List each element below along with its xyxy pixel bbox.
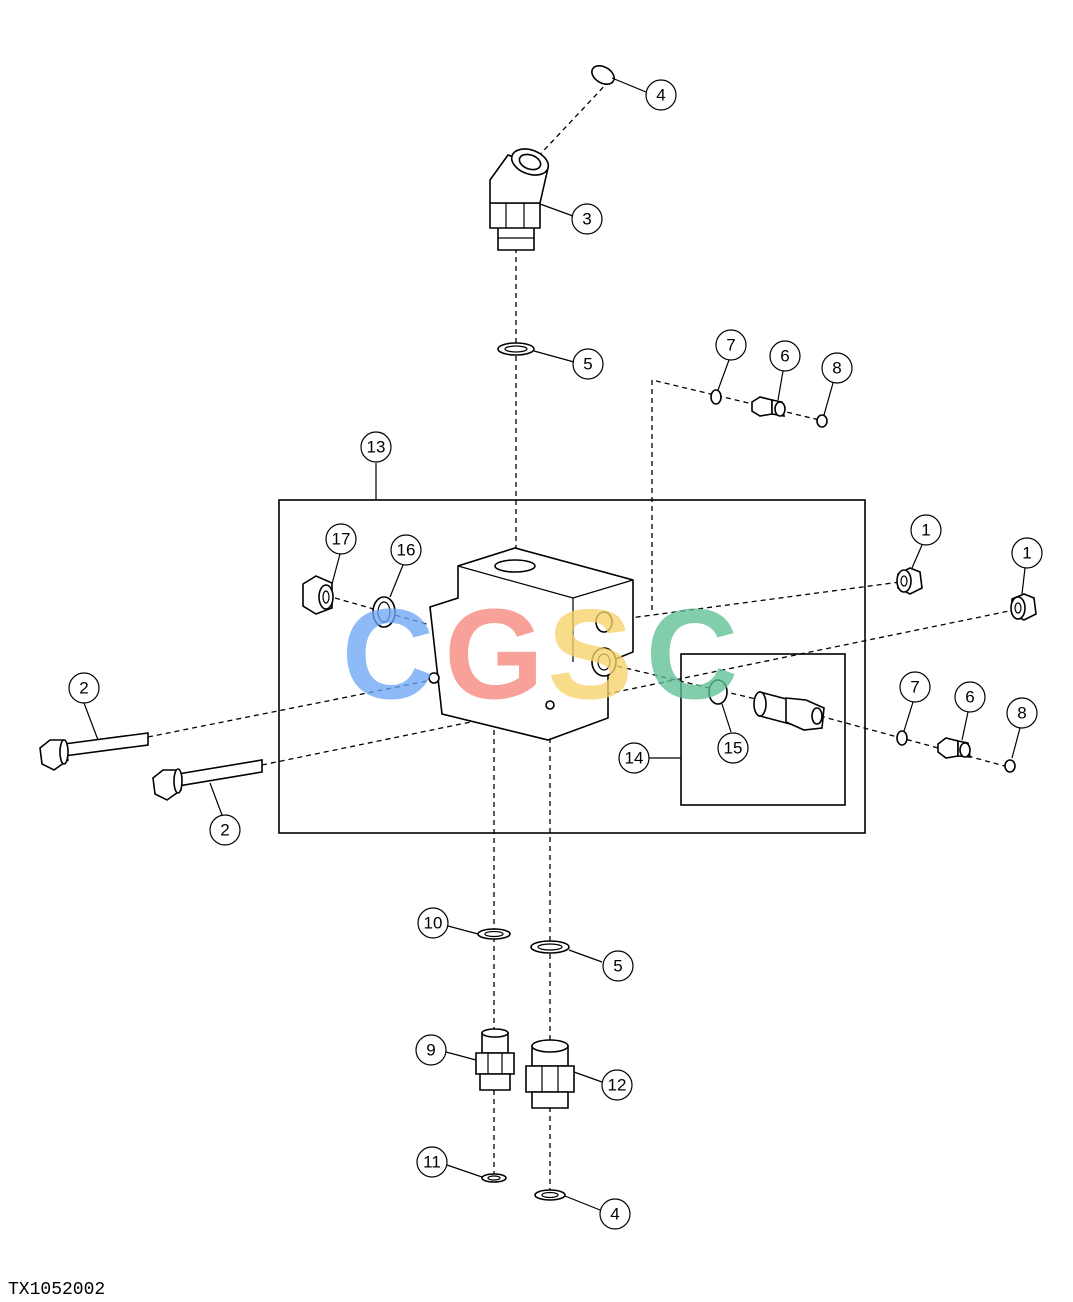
callout-8-top: 8 [821, 352, 853, 384]
callout-4-bottom: 4 [599, 1198, 631, 1230]
bolt-part-2-upper [39, 732, 149, 771]
svg-text:11: 11 [423, 1153, 441, 1172]
o-ring-part-4-bottom [534, 1189, 566, 1201]
watermark-letter-2: G [444, 584, 544, 727]
callout-15: 15 [717, 732, 749, 764]
svg-text:1: 1 [1022, 544, 1031, 563]
svg-text:7: 7 [910, 678, 919, 697]
washer-part-5-bottom [530, 940, 570, 954]
washer-part-11 [481, 1173, 507, 1183]
figure-id: TX1052002 [8, 1280, 105, 1300]
svg-text:4: 4 [610, 1205, 619, 1224]
callout-10: 10 [417, 907, 449, 939]
svg-text:8: 8 [832, 359, 841, 378]
watermark-letter-1: C [342, 584, 434, 727]
callout-5-top: 5 [572, 348, 604, 380]
valve-block [428, 547, 634, 741]
o-ring-part-16 [372, 596, 396, 628]
callout-9: 9 [415, 1034, 447, 1066]
callout-11: 11 [416, 1146, 448, 1178]
plug-part-1-b [1010, 593, 1037, 621]
callout-6-mid: 6 [954, 681, 986, 713]
callout-6-top: 6 [769, 340, 801, 372]
watermark-logo: C G S C [342, 584, 738, 727]
svg-text:14: 14 [625, 749, 644, 768]
svg-text:7: 7 [726, 336, 735, 355]
watermark-letter-3: S [547, 584, 632, 727]
adapter-fitting-part-9 [475, 1028, 515, 1091]
callout-3: 3 [571, 203, 603, 235]
svg-text:16: 16 [397, 541, 416, 560]
o-ring-part-15 [708, 679, 728, 705]
callout-13: 13 [360, 431, 392, 463]
svg-text:2: 2 [220, 821, 229, 840]
svg-text:15: 15 [724, 739, 743, 758]
svg-text:6: 6 [780, 347, 789, 366]
callout-12: 12 [601, 1069, 633, 1101]
callout-5-bottom: 5 [602, 950, 634, 982]
svg-text:5: 5 [583, 355, 592, 374]
washer-part-5-top [497, 342, 535, 356]
callout-4-top: 4 [645, 79, 677, 111]
callout-1-a: 1 [910, 514, 942, 546]
svg-text:8: 8 [1017, 704, 1026, 723]
assembly-13-frame [278, 499, 866, 834]
leader-lines [83, 77, 1026, 1211]
assembly-14-frame [680, 653, 846, 806]
valve-cartridge-part-14 [753, 690, 825, 731]
svg-text:4: 4 [656, 86, 665, 105]
plug-part-1-a [896, 567, 923, 595]
plug-part-17 [302, 575, 334, 615]
elbow-fitting-part-3 [489, 148, 550, 251]
svg-text:9: 9 [426, 1041, 435, 1060]
callout-17: 17 [325, 523, 357, 555]
callout-16: 16 [390, 534, 422, 566]
callout-2-left: 2 [68, 672, 100, 704]
svg-text:13: 13 [367, 438, 386, 457]
callout-2-right: 2 [209, 814, 241, 846]
o-ring-part-4-top [591, 65, 615, 85]
fitting-group-mid [896, 730, 1016, 773]
fitting-group-top [710, 389, 828, 428]
svg-text:1: 1 [921, 521, 930, 540]
bolt-part-2-lower [152, 759, 263, 801]
callout-7-mid: 7 [899, 671, 931, 703]
callout-1-b: 1 [1011, 537, 1043, 569]
svg-text:10: 10 [424, 914, 443, 933]
svg-text:3: 3 [582, 210, 591, 229]
callout-7-top: 7 [715, 329, 747, 361]
svg-text:17: 17 [332, 530, 351, 549]
svg-text:2: 2 [79, 679, 88, 698]
washer-part-10 [477, 928, 511, 940]
svg-text:5: 5 [613, 957, 622, 976]
callout-14: 14 [618, 742, 650, 774]
svg-text:6: 6 [965, 688, 974, 707]
callout-8-mid: 8 [1006, 697, 1038, 729]
svg-text:12: 12 [608, 1076, 627, 1095]
adapter-fitting-part-12 [525, 1039, 575, 1109]
watermark-letter-4: C [646, 584, 738, 727]
